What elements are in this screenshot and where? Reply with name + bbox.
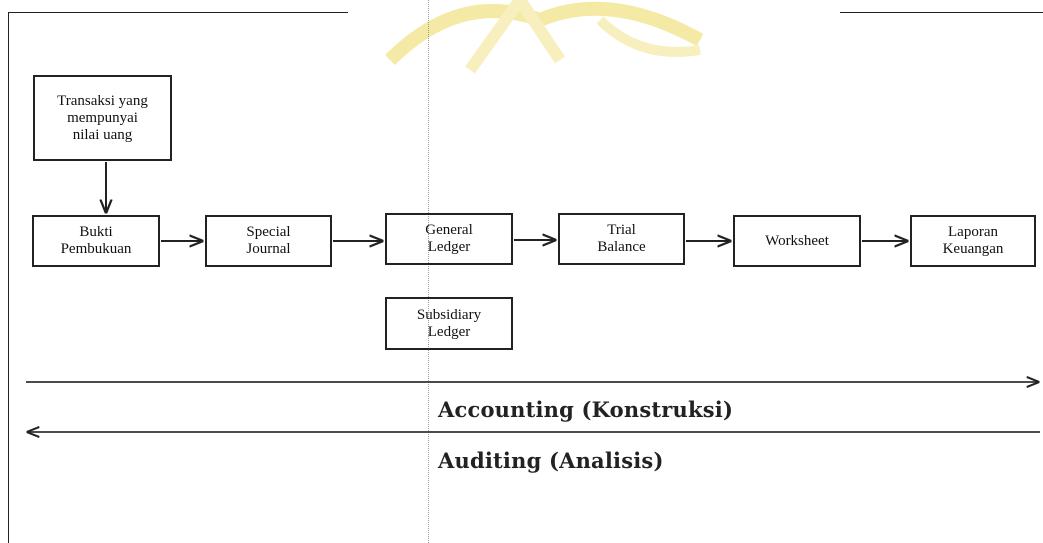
box-general-ledger-label: General Ledger bbox=[425, 222, 473, 255]
frame-top-border-right bbox=[840, 12, 1043, 13]
watermark-logo bbox=[385, 0, 704, 74]
box-special-journal-label: Special Journal bbox=[246, 224, 291, 257]
box-bukti-pembukuan: Bukti Pembukuan bbox=[32, 215, 160, 267]
box-bukti-label: Bukti Pembukuan bbox=[60, 224, 132, 257]
box-general-ledger: General Ledger bbox=[385, 213, 513, 265]
box-laporan-label: Laporan Keuangan bbox=[942, 224, 1004, 257]
box-subsidiary-ledger: Subsidiary Ledger bbox=[385, 297, 513, 350]
frame-left-border bbox=[8, 12, 9, 543]
vertical-guide-line bbox=[428, 0, 429, 543]
auditing-label: Auditing (Analisis) bbox=[438, 448, 664, 473]
box-transaksi-label: Transaksi yang mempunyai nilai uang bbox=[57, 92, 148, 143]
box-trial-balance-label: Trial Balance bbox=[597, 222, 646, 255]
box-transaksi: Transaksi yang mempunyai nilai uang bbox=[33, 75, 172, 161]
box-laporan-keuangan: Laporan Keuangan bbox=[910, 215, 1036, 267]
box-worksheet-label: Worksheet bbox=[765, 232, 829, 249]
accounting-label: Accounting (Konstruksi) bbox=[438, 397, 734, 422]
box-subsidiary-label: Subsidiary Ledger bbox=[416, 306, 482, 340]
box-worksheet: Worksheet bbox=[733, 215, 861, 267]
frame-top-border bbox=[8, 12, 348, 13]
box-trial-balance: Trial Balance bbox=[558, 213, 685, 265]
box-special-journal: Special Journal bbox=[205, 215, 332, 267]
